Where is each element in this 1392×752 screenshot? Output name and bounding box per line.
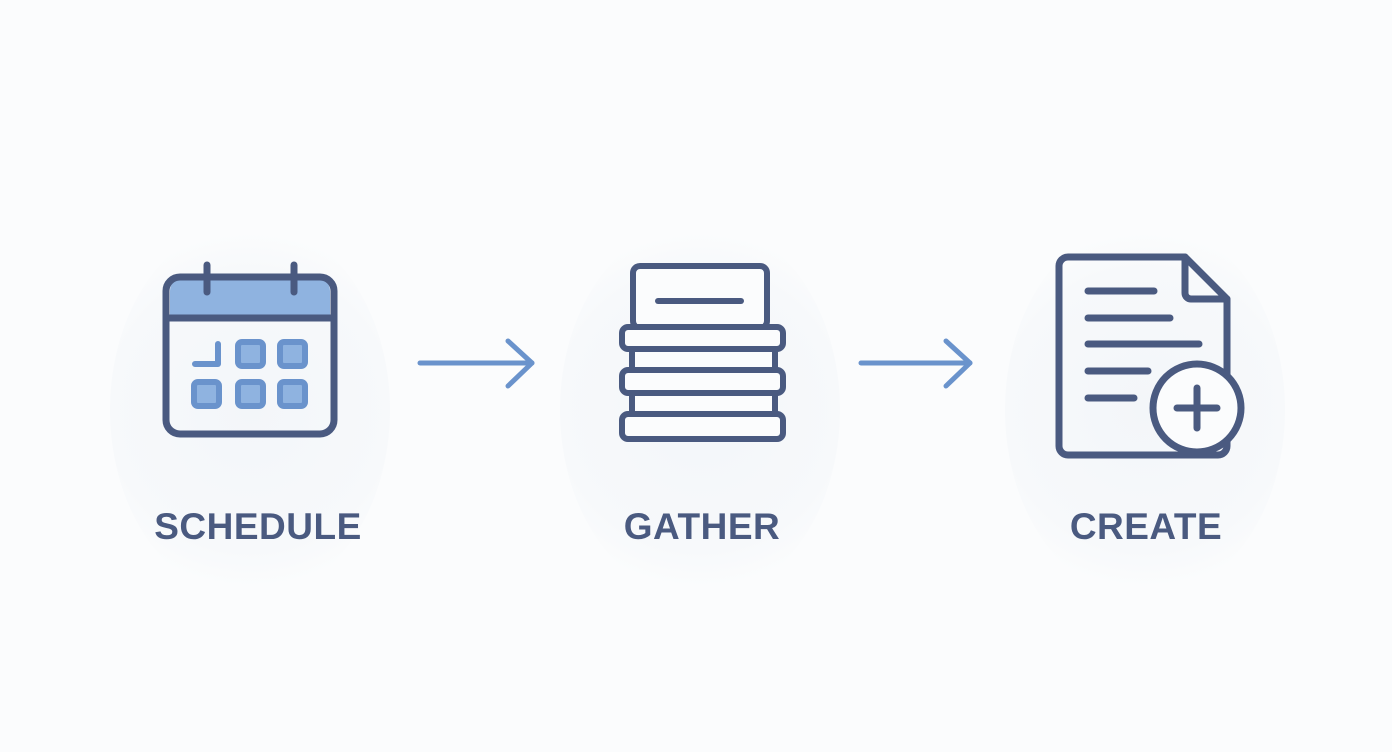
calendar-icon	[162, 261, 338, 438]
arrow-right-icon	[417, 338, 535, 389]
step-label-gather: GATHER	[623, 506, 781, 547]
arrow-right-icon	[858, 338, 973, 389]
document-add-icon	[1055, 253, 1245, 459]
step-label-schedule: SCHEDULE	[154, 506, 362, 547]
step-label-create: CREATE	[1069, 506, 1223, 547]
book-stack-icon	[619, 263, 786, 442]
